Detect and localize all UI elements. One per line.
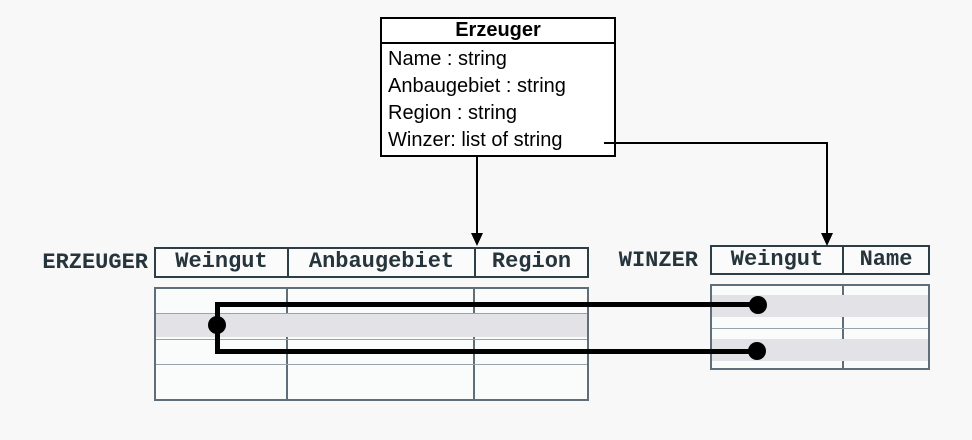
arrow-to-erzeuger-line [476,157,478,235]
column-separator [842,286,844,368]
column-separator [286,289,288,399]
class-attribute-list: Name : string Anbaugebiet : string Regio… [382,44,614,154]
winzer-table-body [710,284,930,370]
winzer-column-weingut: Weingut [730,247,824,272]
connector-dot-erzeuger [208,316,226,334]
row-separator [156,313,587,314]
table-label-winzer: WINZER [618,248,698,273]
row-separator [156,364,587,365]
class-attribute: Name : string [388,48,507,70]
row-separator [712,328,928,329]
class-attribute: Anbaugebiet : string [388,75,566,97]
class-title: Erzeuger [382,19,614,44]
arrow-to-winzer-line-horizontal [604,142,828,144]
erzeuger-column-weingut: Weingut [175,249,268,274]
connector-dot-winzer-2 [748,342,766,360]
arrowhead-down-icon [821,233,833,246]
connector-dot-winzer-1 [749,296,767,314]
highlighted-tuple-row [712,339,928,361]
winzer-header-row: Weingut Name [710,245,930,275]
arrow-to-winzer-line-vertical [826,142,828,235]
column-separator [473,289,475,399]
erzeuger-header-row: Weingut Anbaugebiet Region [154,247,589,278]
tuple-connector-bottom [215,349,757,354]
tuple-connector-top [215,302,760,307]
table-label-erzeuger: ERZEUGER [42,250,148,275]
class-attribute: Winzer: list of string [388,129,563,151]
erzeuger-column-region: Region [474,249,587,276]
highlighted-tuple-row [156,314,587,337]
erzeuger-column-anbaugebiet: Anbaugebiet [287,249,474,276]
class-attribute: Region : string [388,102,517,124]
winzer-column-name: Name [842,247,928,273]
row-separator [156,339,587,340]
arrowhead-down-icon [471,233,483,246]
uml-class-box: Erzeuger Name : string Anbaugebiet : str… [380,17,616,157]
